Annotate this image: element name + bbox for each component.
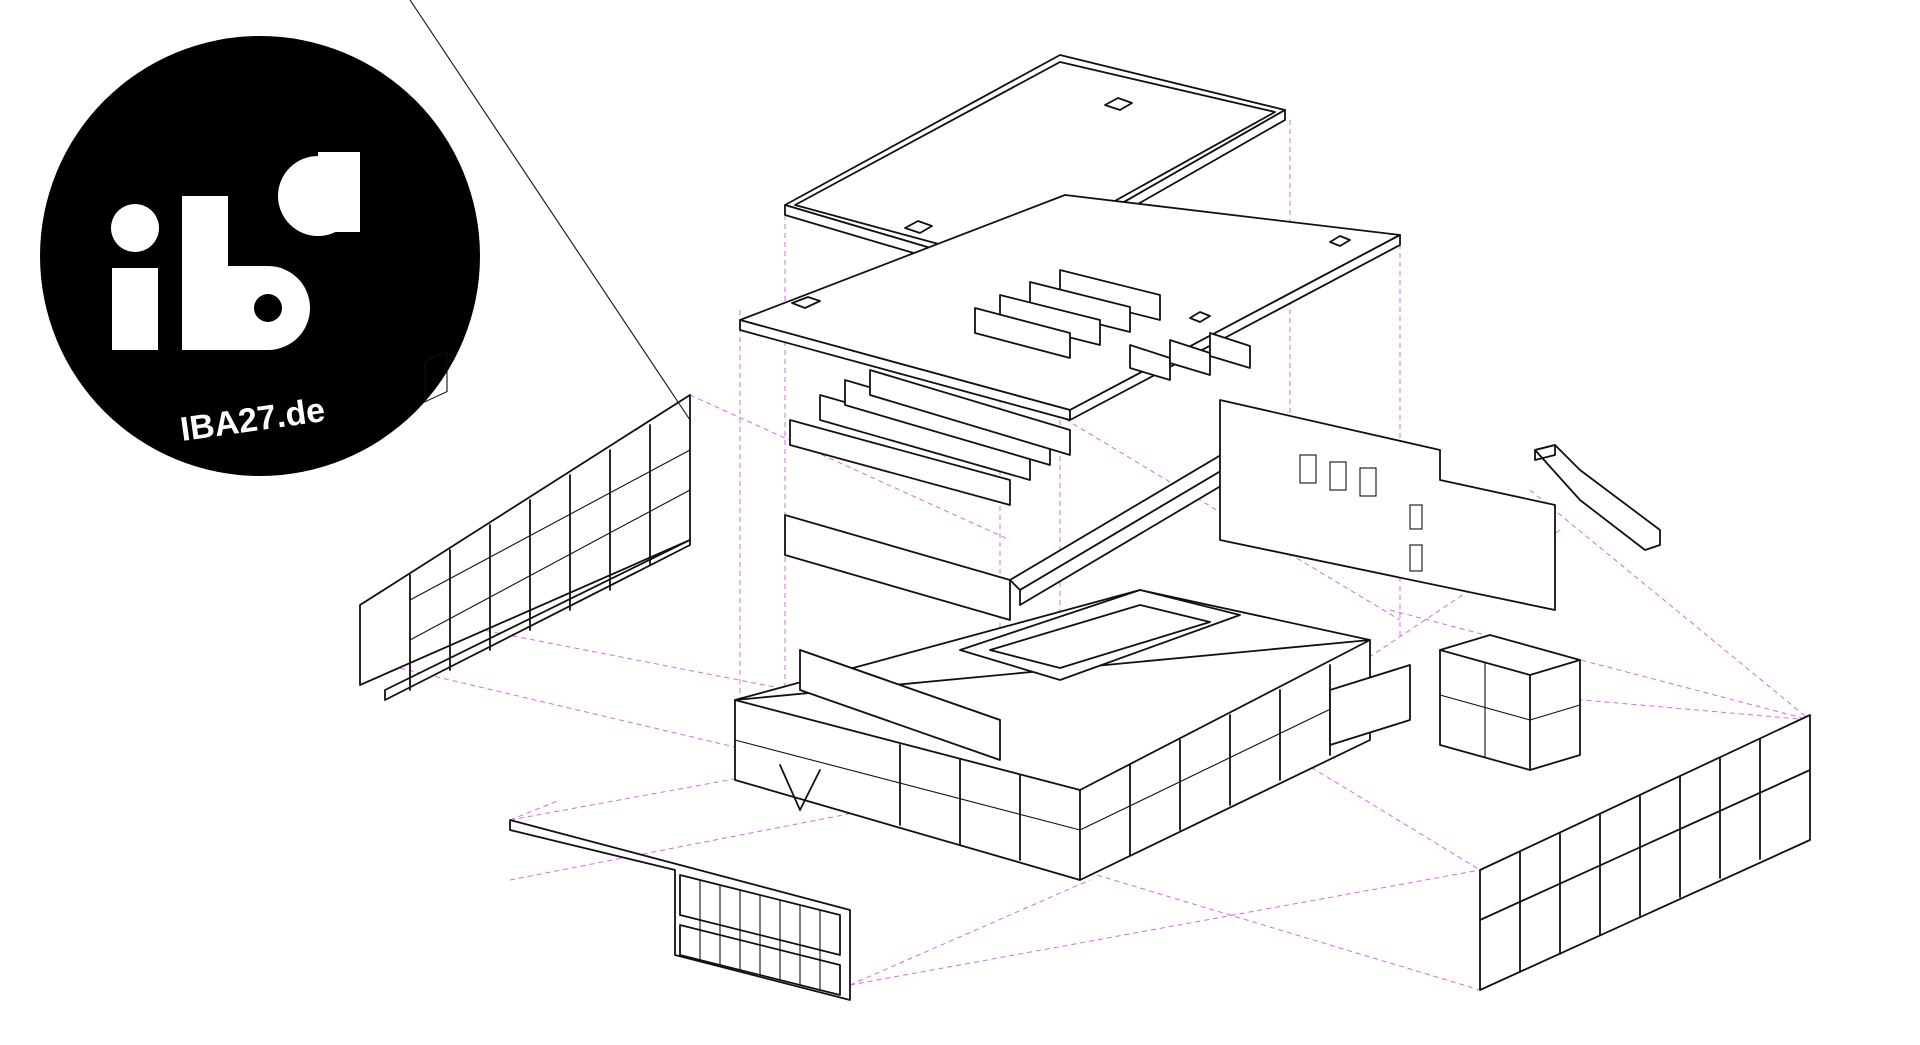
- roof-skylight: [1104, 97, 1133, 111]
- lower-left-glazed-panel: [509, 819, 851, 1001]
- main-building-volume: [734, 589, 1411, 881]
- roof-skylight: [1329, 235, 1351, 247]
- side-annex-block: [1439, 634, 1581, 771]
- right-elevation-wall: [1219, 399, 1556, 611]
- roof-beams: [789, 269, 1251, 506]
- roof-skylight: [1189, 311, 1211, 323]
- logo-circle: [40, 36, 480, 476]
- stair-element: [1534, 444, 1661, 551]
- lower-right-facade-panel: [1479, 714, 1811, 991]
- roof-hatch: [791, 296, 821, 309]
- logo-counter: [254, 294, 282, 322]
- left-facade-panel: [359, 0, 691, 701]
- roof-skylight: [904, 220, 933, 234]
- upper-wall-band: [784, 514, 1011, 621]
- iba-logo[interactable]: IBA27.de: [0, 0, 520, 520]
